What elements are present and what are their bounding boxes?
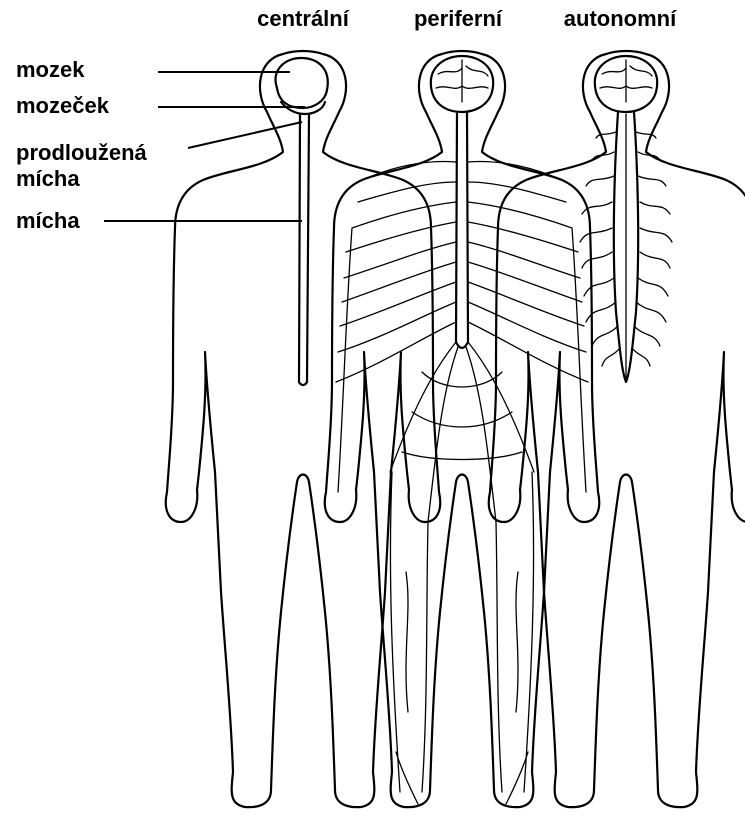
figure-central — [166, 51, 440, 807]
label-medulla-line2: mícha — [16, 166, 80, 191]
label-medulla-line1: prodloužená — [16, 140, 148, 165]
spinal-cord-shape — [456, 112, 468, 348]
nerve-plexus — [396, 372, 528, 804]
spinal-cord-shape — [299, 114, 309, 385]
column-title-central: centrální — [257, 6, 350, 31]
body-outline — [166, 51, 440, 807]
brain-shape — [276, 58, 328, 108]
label-spinal-cord: mícha — [16, 208, 80, 233]
body-outline — [325, 51, 599, 807]
leader-line-medulla — [188, 122, 302, 148]
brain-folds — [600, 60, 652, 102]
figure-autonomic — [489, 51, 745, 807]
nerve-branches-left — [336, 162, 458, 792]
column-title-peripheral: periferní — [414, 6, 503, 31]
label-cerebellum: mozeček — [16, 93, 110, 118]
label-brain: mozek — [16, 57, 85, 82]
column-title-autonomic: autonomní — [564, 6, 677, 31]
brain-folds — [436, 60, 488, 102]
figure-peripheral — [325, 51, 599, 807]
body-outline — [489, 51, 745, 807]
nerve-branches-right — [466, 162, 588, 792]
